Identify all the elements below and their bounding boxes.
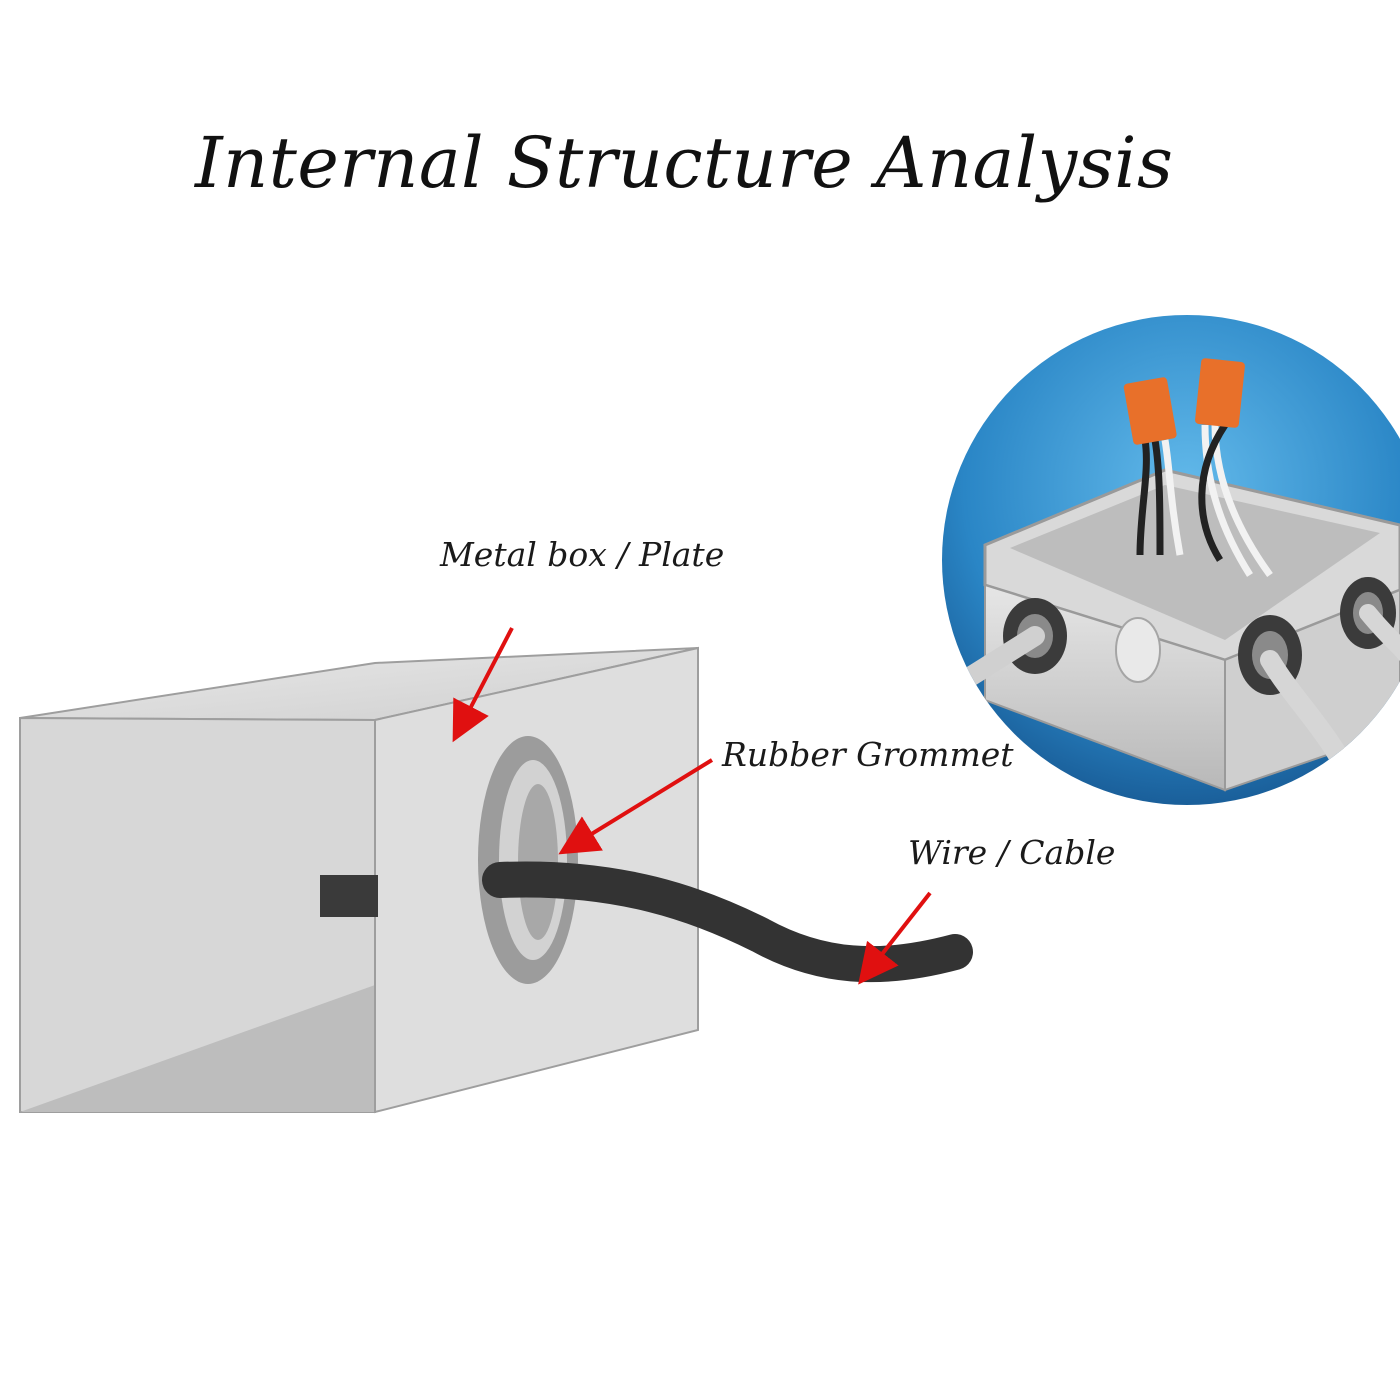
rubber-grommet [478,736,578,984]
diagram-title: Internal Structure Analysis [195,122,1174,204]
internal-wire-segment [320,875,378,917]
rubber-grommet-label: Rubber Grommet [722,735,1014,774]
wire-arrow [858,891,932,985]
metal-box [19,646,699,1114]
metal-box-label: Metal box / Plate [440,535,725,574]
metal-box-arrow [452,627,514,743]
grommet-arrow [558,758,714,855]
junction-box-photo [942,315,1400,805]
wire-cable-label: Wire / Cable [908,833,1116,872]
